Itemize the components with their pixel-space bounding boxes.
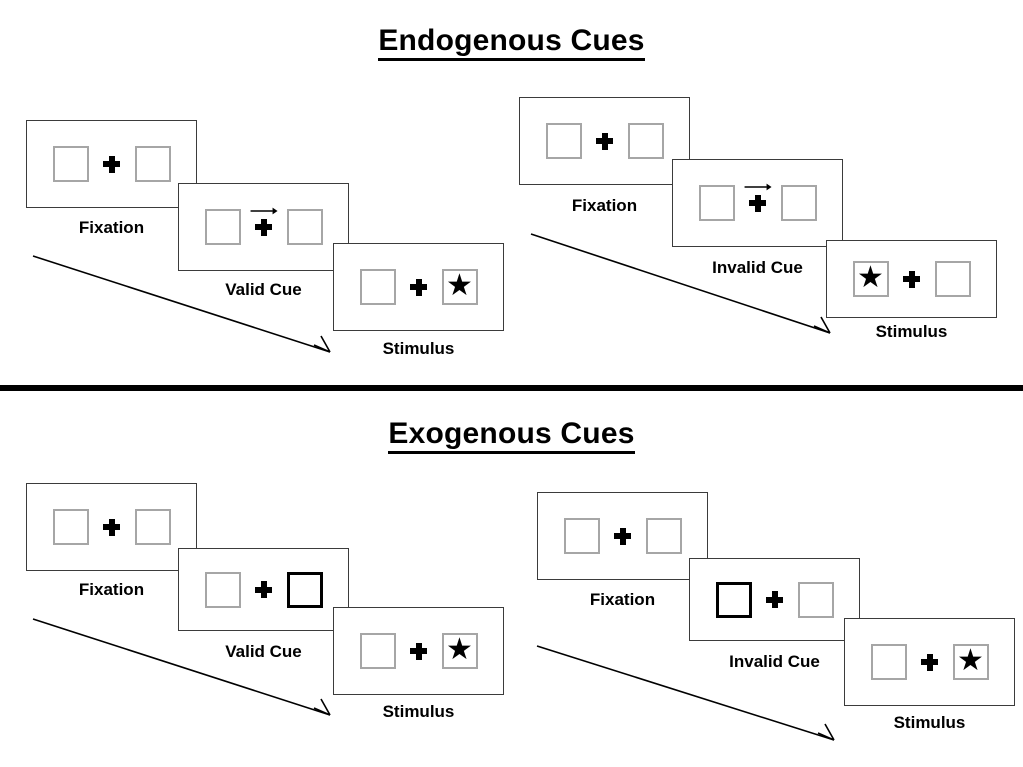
fixation-cross-icon	[614, 527, 631, 545]
stim-box-right: ★	[952, 644, 989, 680]
panel-endogenous-valid-fixation	[26, 120, 197, 208]
stim-box-right: ★	[441, 633, 478, 669]
fixation-cross-wrap	[752, 591, 798, 608]
panel-endogenous-invalid-cue	[672, 159, 843, 247]
arrow-right-icon	[744, 182, 772, 192]
fixation-cross-icon	[103, 155, 120, 173]
panel-endogenous-valid-stimulus: ★	[333, 243, 504, 331]
fixation-cross-icon	[766, 591, 783, 608]
caption-exogenous-valid-cue: Valid Cue	[225, 642, 302, 661]
caption-endogenous-valid-cue: Valid Cue	[225, 280, 302, 299]
fixation-cross-wrap	[582, 132, 628, 150]
caption-exogenous-valid-fixation: Fixation	[78, 580, 145, 599]
arrow-right-icon	[250, 206, 278, 216]
stim-box-left	[698, 185, 735, 221]
panel-endogenous-valid-cue	[178, 183, 349, 271]
caption-endogenous-invalid-stimulus: Stimulus	[875, 322, 948, 341]
panel-exogenous-valid-fixation	[26, 483, 197, 571]
fixation-cross-wrap	[241, 581, 287, 598]
stim-box-right: ★	[441, 269, 478, 305]
panel-endogenous-invalid-stimulus: ★	[826, 240, 997, 318]
fixation-cross-icon	[921, 653, 938, 671]
stim-box-right	[645, 518, 682, 554]
stim-box-right	[797, 581, 834, 618]
panel-exogenous-valid-stimulus: ★	[333, 607, 504, 695]
fixation-cross-wrap	[907, 653, 953, 671]
fixation-cross-wrap	[396, 278, 442, 296]
stim-box-right	[134, 146, 171, 182]
stim-box-left	[52, 146, 89, 182]
caption-endogenous-valid-stimulus: Stimulus	[382, 339, 455, 358]
fixation-cross-wrap	[735, 183, 781, 212]
panel-exogenous-invalid-fixation	[537, 492, 708, 580]
fixation-cross-wrap	[89, 155, 135, 173]
stim-box-left-cued	[715, 581, 752, 618]
caption-exogenous-invalid-stimulus: Stimulus	[893, 713, 966, 732]
fixation-cross-wrap	[89, 518, 135, 536]
stim-box-right	[780, 185, 817, 221]
section-divider	[0, 385, 1023, 391]
fixation-cross-icon	[596, 132, 613, 150]
stim-box-right-cued	[286, 571, 323, 608]
section-title-endogenous: Endogenous Cues	[0, 24, 1023, 61]
fixation-cross-wrap	[600, 527, 646, 545]
stim-box-left	[545, 123, 582, 159]
stim-box-left	[359, 633, 396, 669]
panel-endogenous-invalid-fixation	[519, 97, 690, 185]
fixation-cross-icon	[749, 194, 766, 212]
panel-exogenous-invalid-cue	[689, 558, 860, 641]
section-title-endogenous-text: Endogenous Cues	[378, 24, 645, 61]
fixation-cross-icon	[103, 518, 120, 536]
stim-box-left: ★	[852, 261, 889, 297]
star-icon: ★	[957, 644, 984, 677]
stim-box-left	[359, 269, 396, 305]
fixation-cross-wrap	[241, 207, 287, 236]
caption-endogenous-valid-fixation: Fixation	[78, 218, 145, 237]
fixation-cross-wrap	[889, 270, 935, 288]
caption-exogenous-invalid-fixation: Fixation	[589, 590, 656, 609]
stim-box-left	[204, 571, 241, 608]
caption-exogenous-invalid-cue: Invalid Cue	[729, 652, 820, 671]
caption-endogenous-invalid-cue: Invalid Cue	[712, 258, 803, 277]
stim-box-right	[934, 261, 971, 297]
stim-box-right	[134, 509, 171, 545]
fixation-cross-wrap	[396, 642, 442, 660]
fixation-cross-icon	[410, 642, 427, 660]
stim-box-right	[627, 123, 664, 159]
fixation-cross-icon	[903, 270, 920, 288]
fixation-cross-icon	[410, 278, 427, 296]
stim-box-left	[563, 518, 600, 554]
section-title-exogenous: Exogenous Cues	[0, 417, 1023, 454]
panel-exogenous-invalid-stimulus: ★	[844, 618, 1015, 706]
star-icon: ★	[446, 633, 473, 666]
section-title-exogenous-text: Exogenous Cues	[388, 417, 635, 454]
panel-exogenous-valid-cue	[178, 548, 349, 631]
stim-box-left	[204, 209, 241, 245]
fixation-cross-icon	[255, 581, 272, 598]
stim-box-right	[286, 209, 323, 245]
caption-endogenous-invalid-fixation: Fixation	[571, 196, 638, 215]
stim-box-left	[52, 509, 89, 545]
star-icon: ★	[446, 269, 473, 302]
star-icon: ★	[857, 261, 884, 294]
stim-box-left	[870, 644, 907, 680]
fixation-cross-icon	[255, 218, 272, 236]
caption-exogenous-valid-stimulus: Stimulus	[382, 702, 455, 721]
